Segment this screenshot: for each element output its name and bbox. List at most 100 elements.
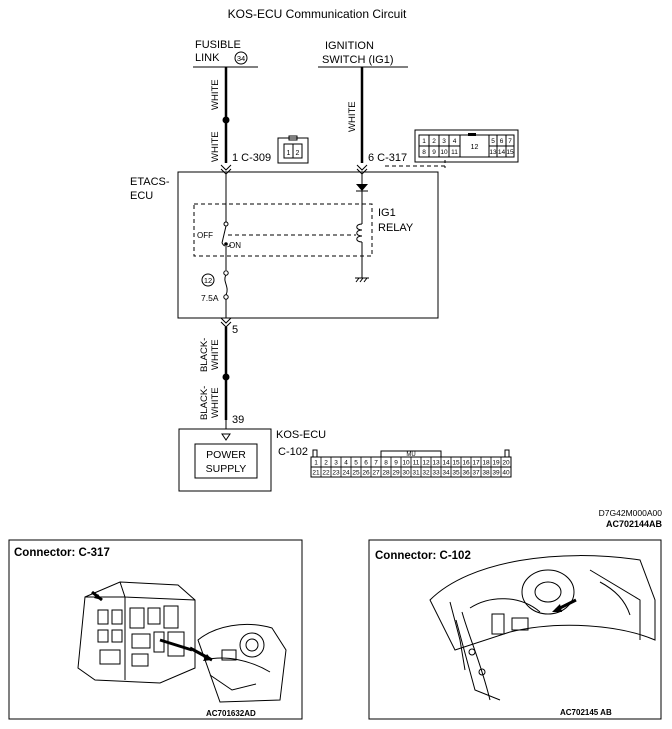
- connector-arrow-pin5: [220, 317, 232, 324]
- c102-pin: 17: [472, 460, 480, 467]
- c317-pin-7: 7: [508, 138, 512, 145]
- fuse-terminal-bottom: [223, 294, 229, 300]
- c102-pin: 4: [344, 460, 348, 467]
- c102-pin: 33: [432, 470, 440, 477]
- c102-pin: 35: [452, 470, 460, 477]
- fuse-number-circle: [201, 273, 215, 287]
- switch-off-label: OFF: [197, 231, 213, 240]
- diagram-code-1: D7G42M000A00: [599, 508, 663, 518]
- c102-pin: 27: [372, 470, 380, 477]
- c317-pin-8: 8: [422, 149, 426, 156]
- c102-pin: 29: [392, 470, 400, 477]
- c102-pin: 38: [482, 470, 490, 477]
- fusible-link-number-circle: [234, 51, 248, 65]
- wire-color-blackwhite-1b: WHITE: [210, 339, 221, 370]
- c317-pin-5: 5: [491, 138, 495, 145]
- c102-pin: 14: [442, 460, 450, 467]
- relay-box: [193, 203, 373, 257]
- c102-pin: 40: [502, 470, 510, 477]
- c102-pin: 26: [362, 470, 370, 477]
- ignition-switch-label-2: SWITCH (IG1): [322, 54, 394, 66]
- panel-c102-title: Connector: C-102: [375, 550, 471, 562]
- splice-point-1: [222, 116, 230, 124]
- c102-pin: 28: [382, 470, 390, 477]
- dashboard-illustration: [429, 555, 656, 701]
- c102-pin: 31: [412, 470, 420, 477]
- c102-pin: 34: [442, 470, 450, 477]
- c102-pin: 24: [342, 470, 350, 477]
- connector-arrow-c309: [220, 164, 232, 171]
- relay-coil: [356, 223, 363, 243]
- ground-hatch-1: [355, 277, 360, 283]
- etacs-label: ETACS-: [130, 176, 170, 188]
- c102-pin: 6: [364, 460, 368, 467]
- c317-pin-4: 4: [453, 138, 457, 145]
- power-supply-label: POWER: [206, 449, 246, 461]
- switch-arm: [221, 225, 227, 244]
- panel-c102-code: AC702145 AB: [560, 708, 612, 717]
- fusible-link-label: FUSIBLE: [195, 39, 241, 51]
- connector-c102-panel: Connector: C-102 AC702145 AB: [368, 539, 662, 720]
- c317-pin-15: 15: [506, 149, 514, 156]
- kos-ecu-box: [178, 428, 272, 492]
- c102-pin: 12: [422, 460, 430, 467]
- c317-pin-6: 6: [500, 138, 504, 145]
- c309-pin-2: 2: [296, 150, 300, 157]
- fuse-number: 12: [204, 276, 212, 285]
- power-supply-box: [194, 443, 258, 479]
- diode-symbol: [356, 184, 368, 191]
- fuse-element: [224, 274, 228, 296]
- c102-pin: 9: [394, 460, 398, 467]
- wire-color-blackwhite-1a: BLACK-: [199, 338, 210, 372]
- switch-on-arc: [221, 242, 233, 248]
- c102-pin: 18: [482, 460, 490, 467]
- c102-pin: 3: [334, 460, 338, 467]
- fusible-link-label-2: LINK: [195, 52, 220, 64]
- c102-pin: 20: [502, 460, 510, 467]
- etacs-unit-illustration: [77, 581, 196, 684]
- etacs-label-2: ECU: [130, 190, 153, 202]
- c102-pin: 30: [402, 470, 410, 477]
- c102-pin: 22: [322, 470, 330, 477]
- kos-ecu-connector-label: C-102: [278, 446, 308, 458]
- c102-pin: 11: [413, 460, 420, 467]
- c317-pin-10: 10: [440, 149, 448, 156]
- diagram-code-2: AC702144AB: [606, 519, 663, 529]
- wire-color-blackwhite-2a: BLACK-: [199, 386, 210, 420]
- car-interior-illustration: [189, 623, 287, 703]
- c102-pin: 2: [324, 460, 328, 467]
- relay-label-2: RELAY: [378, 222, 414, 234]
- pin-label-c317: 6 C-317: [368, 152, 407, 164]
- c317-pin-12: 12: [471, 144, 479, 151]
- c102-pin: 23: [332, 470, 340, 477]
- ignition-switch-label: IGNITION: [325, 40, 374, 52]
- c317-pin-9: 9: [432, 149, 436, 156]
- c102-pin: 16: [462, 460, 470, 467]
- pin-label-5: 5: [232, 324, 238, 336]
- c317-pin-3: 3: [442, 138, 446, 145]
- c317-pin-2: 2: [432, 138, 436, 145]
- ground-hatch-3: [363, 277, 368, 283]
- c317-pin-13: 13: [489, 149, 497, 156]
- c102-pin: 15: [452, 460, 460, 467]
- c102-pin: 10: [402, 460, 410, 467]
- diagram-title: KOS-ECU Communication Circuit: [228, 7, 407, 21]
- c102-pin: 1: [314, 460, 318, 467]
- c102-pin: 8: [384, 460, 388, 467]
- wire-color-white-2: WHITE: [210, 131, 221, 162]
- etacs-ecu-box: [177, 171, 439, 319]
- fusible-link-number: 34: [237, 54, 245, 63]
- switch-contact-bottom: [224, 242, 228, 246]
- c102-pin: 36: [462, 470, 470, 477]
- c102-pin: 13: [432, 460, 440, 467]
- pin-label-c309: 1 C-309: [232, 152, 271, 164]
- wire-color-white-3: WHITE: [347, 101, 358, 132]
- c102-pin: 5: [354, 460, 358, 467]
- c317-pin-14: 14: [498, 149, 506, 156]
- c102-pin: 37: [472, 470, 480, 477]
- power-supply-label-2: SUPPLY: [206, 463, 247, 475]
- c102-pin: 25: [352, 470, 360, 477]
- connector-arrow-c317: [356, 164, 368, 171]
- fuse-terminal-top: [223, 270, 229, 276]
